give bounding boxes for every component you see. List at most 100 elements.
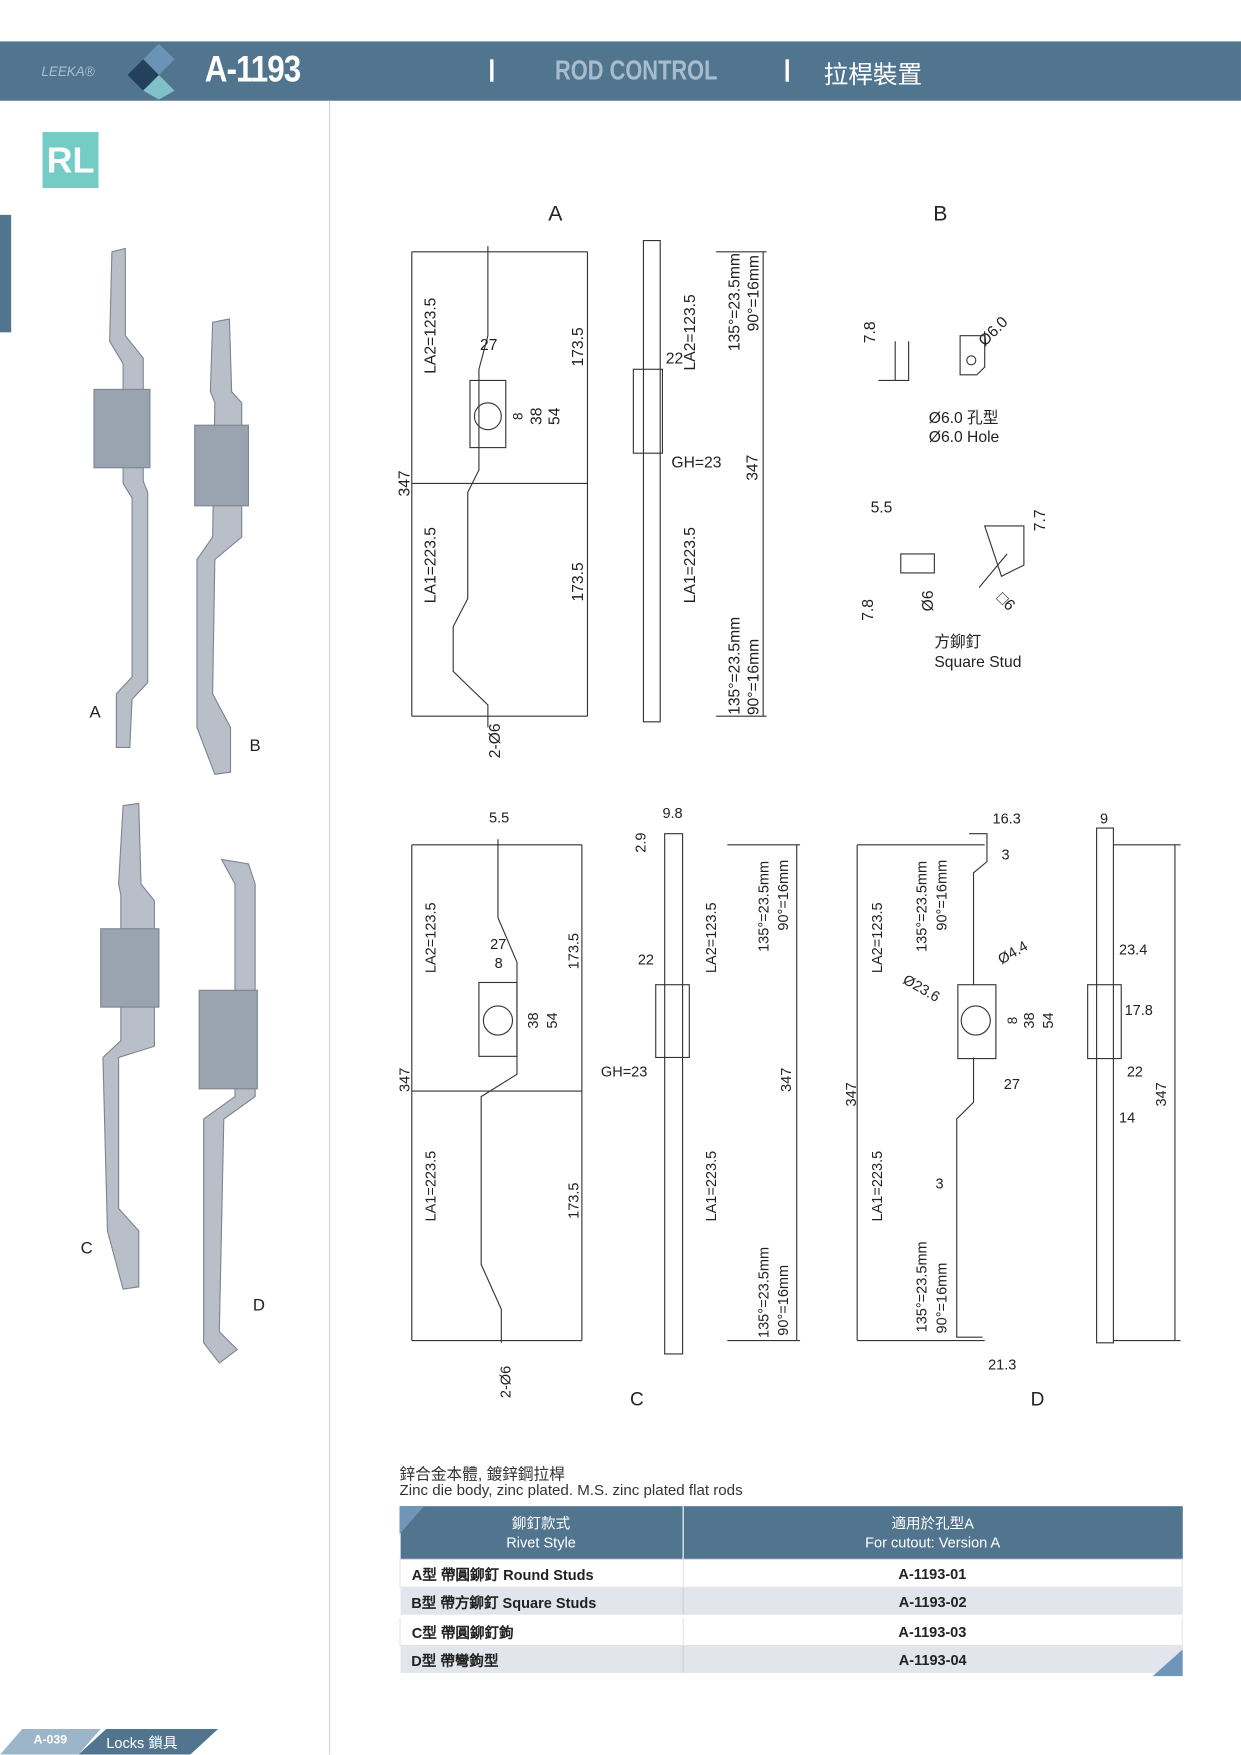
dimension-label: 135°=23.5mm	[757, 1247, 773, 1338]
dimension-label: 347	[398, 1068, 414, 1092]
dimension-label: 90°=16mm	[935, 1263, 951, 1334]
model-title: A-1193	[204, 48, 301, 90]
corner-accent	[1152, 1649, 1183, 1677]
dimension-label: 27	[480, 337, 497, 354]
dimension-label: LA2=123.5	[704, 902, 720, 973]
category-en: ROD CONTROL	[555, 54, 718, 87]
dimension-label: LA1=223.5	[682, 527, 699, 603]
header-cn: 適用於孔型A	[891, 1514, 974, 1532]
dimension-label: 3	[1002, 847, 1010, 863]
dimension-label: 17.8	[1125, 1003, 1153, 1019]
dimension-label: 22	[666, 351, 683, 368]
rl-badge: RL	[42, 132, 99, 188]
brand-logo: LEEKA®	[41, 63, 95, 80]
dimension-label: B	[933, 201, 947, 225]
dimension-label: 7.8	[860, 599, 877, 621]
dimension-label: LA1=223.5	[423, 1151, 439, 1222]
dimension-label: LA2=123.5	[870, 902, 886, 973]
dimension-label: LA2=123.5	[422, 297, 439, 373]
dimension-label: 90°=16mm	[935, 860, 951, 931]
dimension-label: 8	[1005, 1017, 1020, 1024]
rivet-style: D型 帶彎鉤型	[400, 1645, 683, 1677]
rivet-style: B型 帶方鉚釘 Square Studs	[400, 1587, 683, 1619]
dimension-label: 90°=16mm	[746, 639, 763, 715]
header-cn: 鉚釘款式	[511, 1514, 571, 1532]
side-tab	[0, 214, 12, 333]
dimension-label: 5.5	[489, 810, 509, 826]
page-number: A-039	[33, 1733, 68, 1747]
diamond-logo-icon	[127, 43, 175, 100]
dimension-label: LA1=223.5	[422, 527, 439, 603]
rivet-style: A型 帶圓鉚釘 Round Studs	[399, 1558, 684, 1588]
header-bar: LEEKA® A-1193 ROD CONTROL 拉桿裝置	[0, 41, 1241, 101]
part-number: A-1193-02	[682, 1587, 1183, 1619]
dimension-label: 27	[490, 937, 506, 953]
dimension-label: 347	[1154, 1082, 1170, 1106]
divider	[490, 59, 494, 82]
dimension-label: 135°=23.5mm	[915, 1241, 931, 1332]
dimension-label: 9.8	[662, 806, 682, 822]
dimension-label: A	[548, 201, 563, 225]
product-label: B	[250, 736, 261, 755]
dimension-label: 7.7	[1032, 509, 1049, 531]
material-cn: 鋅合金本體, 鍍鋅鋼拉桿	[399, 1464, 565, 1483]
dimension-label: 5.5	[871, 500, 893, 517]
dimension-label: 135°=23.5mm	[727, 617, 744, 715]
category-cn: 拉桿裝置	[823, 60, 923, 89]
dimension-label: 173.5	[567, 933, 583, 969]
dimension-label: 347	[844, 1082, 860, 1106]
dimension-label: 173.5	[570, 327, 587, 366]
dimension-label: 8	[511, 413, 526, 420]
dimension-label: D	[1031, 1389, 1045, 1410]
dimension-label: GH=23	[601, 1064, 647, 1080]
dimension-label: 347	[397, 470, 414, 496]
dimension-label: 2.9	[634, 833, 650, 853]
dimension-label: Ø4.4	[996, 938, 1031, 968]
material-en: Zinc die body, zinc plated. M.S. zinc pl…	[399, 1481, 743, 1499]
dimension-label: 27	[1004, 1077, 1020, 1093]
dimension-label: 方鉚釘	[934, 633, 981, 651]
dimension-label: 135°=23.5mm	[915, 861, 931, 952]
dimension-label: Ø6.0 孔型	[929, 409, 999, 427]
dimension-label: LA1=223.5	[704, 1151, 720, 1222]
dimension-label: 21.3	[988, 1358, 1016, 1374]
dimension-label: LA1=223.5	[870, 1151, 886, 1222]
product-photo-a	[93, 247, 151, 749]
dimension-label: Ø6.0 Hole	[929, 429, 1000, 446]
part-number: A-1193-01	[682, 1558, 1183, 1588]
dimension-label: 22	[638, 953, 654, 969]
dimension-label: 9	[1100, 812, 1108, 828]
dimension-label: Square Stud	[934, 654, 1021, 671]
header-en: Rivet Style	[506, 1533, 576, 1551]
dimension-label: LA2=123.5	[423, 902, 439, 973]
dimension-label: 7.8	[862, 321, 879, 343]
dimension-label: 22	[1127, 1064, 1143, 1080]
dimension-label: Ø6	[920, 590, 937, 611]
product-label: C	[81, 1238, 93, 1257]
part-number: A-1193-04	[682, 1645, 1183, 1677]
part-number: A-1193-03	[682, 1615, 1183, 1647]
divider	[785, 59, 789, 82]
dimension-label: 347	[779, 1068, 795, 1092]
dimension-label: 2-Ø6	[487, 723, 504, 758]
dimension-label: 23.4	[1119, 943, 1147, 959]
dimension-label: 38	[1022, 1012, 1038, 1028]
dimension-label: 3	[935, 1176, 943, 1192]
corner-accent	[399, 1506, 425, 1535]
dimension-label: LA2=123.5	[682, 294, 699, 370]
dimension-label: 173.5	[570, 562, 587, 601]
dimension-label: 16.3	[993, 812, 1021, 828]
dimension-label: 54	[545, 1012, 561, 1028]
product-label: A	[90, 702, 102, 721]
dimension-label: □6	[993, 589, 1018, 614]
rivet-style: C型 帶圓鉚釘鉤	[399, 1615, 684, 1647]
